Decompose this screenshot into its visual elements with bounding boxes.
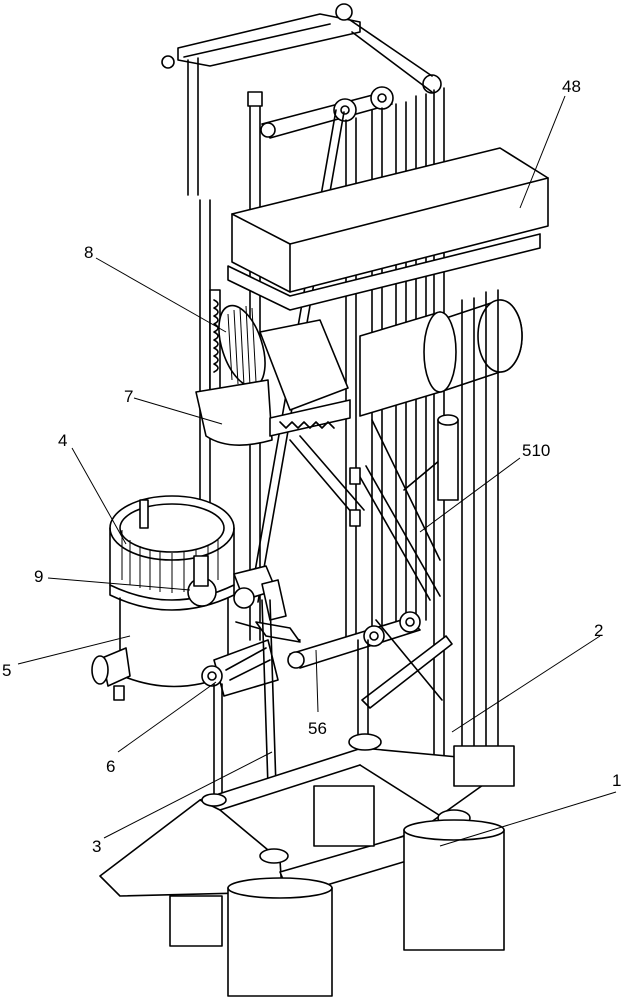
label-510: 510 [522,441,550,460]
label-9: 9 [34,567,43,586]
label-5: 5 [2,661,11,680]
label-56: 56 [308,719,327,738]
top-frame [161,3,442,196]
label-6: 6 [106,757,115,776]
leader-lines [17,95,617,847]
label-3: 3 [92,837,101,856]
grate-assembly [195,289,351,446]
clamp-linkage [187,555,301,697]
label-1: 1 [612,771,621,790]
side-cylinder [359,299,523,417]
link-braces [289,414,459,601]
label-4: 4 [58,431,67,450]
hopper [227,147,549,311]
lower-pulley-bar [287,611,453,709]
label-48: 48 [562,77,581,96]
reference-labels: 48 8 7 4 510 9 5 2 6 56 3 1 [2,77,621,856]
upper-pulley-bar [260,86,394,139]
label-7: 7 [124,387,133,406]
label-2: 2 [594,621,603,640]
label-8: 8 [84,243,93,262]
feet [169,785,505,997]
